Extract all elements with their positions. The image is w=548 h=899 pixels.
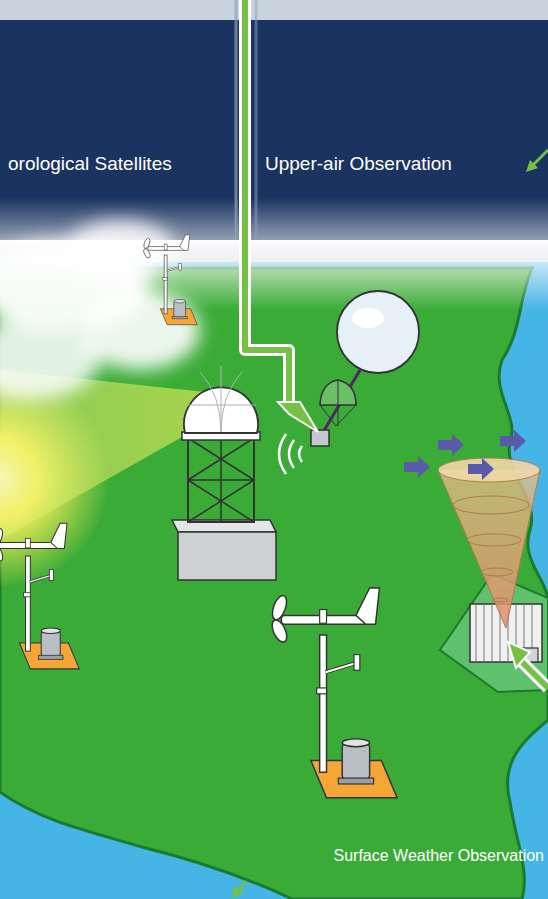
weather-stations-part bbox=[143, 235, 198, 325]
panel-label: Surface Weather Observation bbox=[334, 846, 544, 865]
pointer-arrows-part bbox=[245, 0, 289, 410]
sky-part bbox=[0, 0, 548, 20]
radio-waves-part bbox=[289, 440, 294, 468]
radar-tower-part bbox=[178, 532, 276, 580]
pointer-arrows-part bbox=[518, 658, 548, 688]
clouds bbox=[0, 220, 200, 400]
wind-arrows bbox=[404, 430, 526, 480]
pointer-arrows-part bbox=[518, 658, 548, 688]
wind-profiler-part bbox=[438, 458, 540, 482]
radar-tower-part bbox=[188, 438, 254, 522]
weather-stations-part bbox=[269, 588, 397, 798]
wind-profiler bbox=[438, 458, 548, 692]
sky-part bbox=[255, 0, 258, 240]
radar-tower bbox=[172, 366, 276, 580]
wind-profiler-part bbox=[453, 496, 529, 514]
pointer-arrows bbox=[232, 0, 548, 899]
wind-arrows-part bbox=[468, 458, 494, 480]
wind-profiler-part bbox=[438, 470, 540, 628]
wind-profiler-part bbox=[481, 568, 513, 576]
pointer-arrows-part bbox=[232, 886, 244, 899]
panel-label: orological Satellites bbox=[8, 153, 172, 176]
radiosonde-balloon-part bbox=[320, 380, 356, 426]
radio-waves-part bbox=[279, 434, 286, 474]
pointer-arrows-part bbox=[526, 160, 538, 172]
clouds-part bbox=[0, 320, 100, 400]
pointer-arrows-part bbox=[278, 402, 318, 432]
wind-profiler-part bbox=[438, 470, 540, 628]
pointer-arrows-part bbox=[245, 0, 289, 410]
wind-arrows-part bbox=[500, 430, 526, 452]
radiosonde-balloon-part bbox=[311, 430, 329, 446]
sky-part bbox=[235, 0, 238, 240]
panel-label: Upper-air Observation bbox=[265, 153, 452, 176]
weather-stations bbox=[0, 235, 397, 798]
wind-arrows-part bbox=[438, 434, 464, 456]
wind-arrows-part bbox=[404, 456, 430, 478]
wind-profiler-part bbox=[467, 534, 521, 546]
radiosonde-balloon-part bbox=[337, 291, 419, 373]
radar-tower-part bbox=[186, 366, 256, 432]
weather-stations-part bbox=[0, 523, 79, 669]
radiosonde-balloon bbox=[311, 291, 419, 446]
radio-waves-part bbox=[299, 446, 302, 462]
radar-tower-part bbox=[188, 438, 254, 522]
radio-waves bbox=[279, 434, 302, 474]
pointer-arrows-part bbox=[508, 642, 530, 668]
radiosonde-balloon-part bbox=[352, 308, 384, 328]
